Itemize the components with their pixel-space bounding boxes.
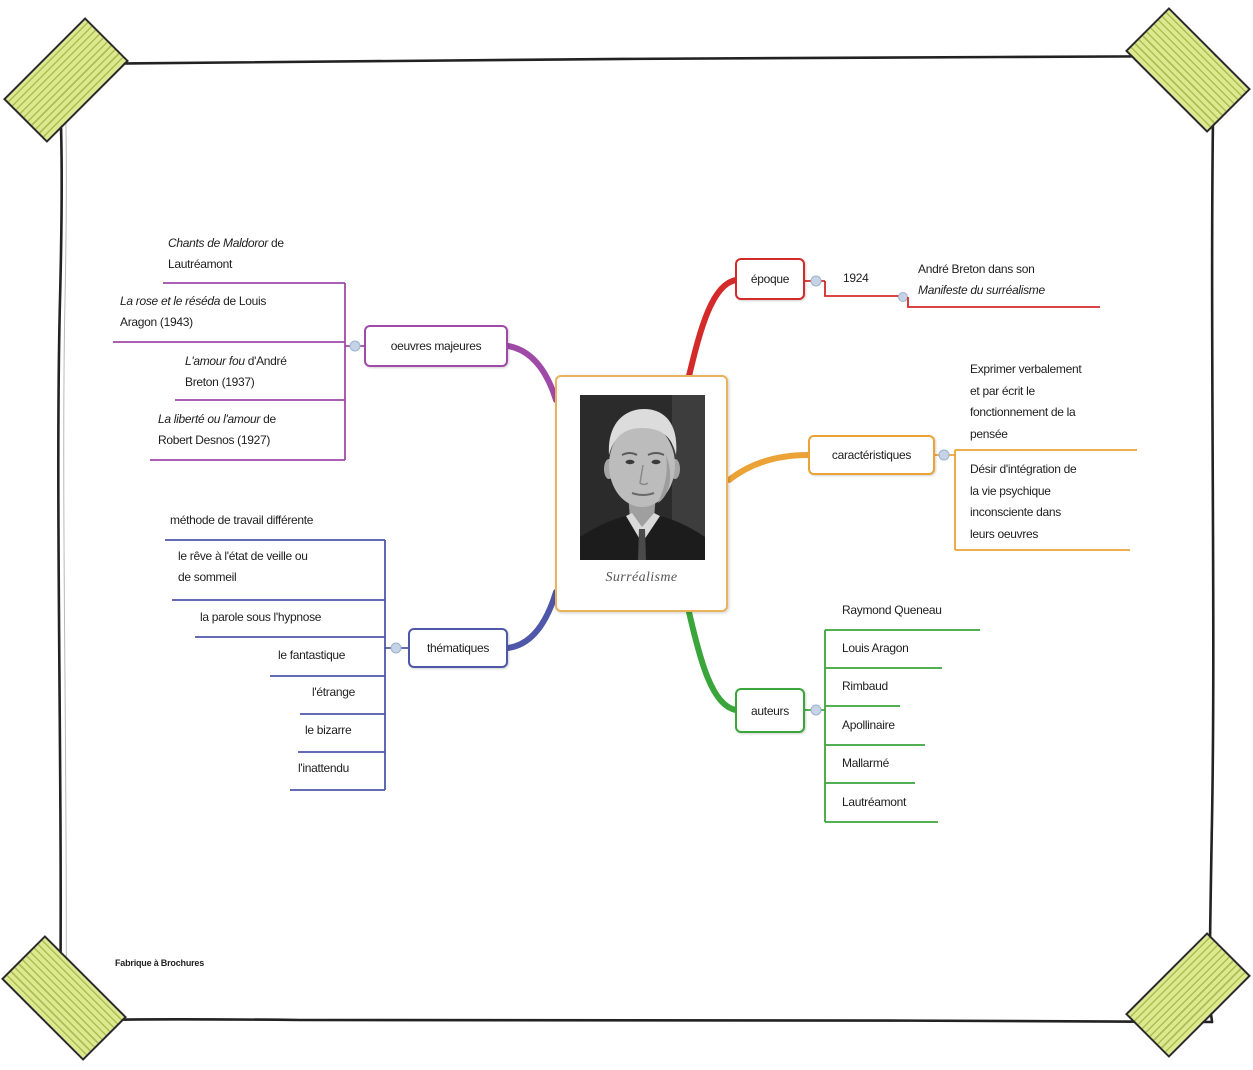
portrait-photo [580,395,705,560]
portrait-face [609,423,675,507]
portrait-right-eye [651,459,661,465]
manifesto-underline [907,297,1100,308]
oeuvre-title: Chants de Maldoror [168,236,268,250]
node-auteurs: auteurs [735,688,805,733]
paper-bottom-edge [58,1017,1214,1024]
oeuvre-item: Chants de Maldoror de Lautréamont [168,233,308,275]
author-item: Mallarmé [842,756,889,770]
oeuvre-title: L'amour fou [185,354,245,368]
paper-left-edge-shadow [63,69,67,1017]
epoque-year: 1924 [843,271,869,285]
collapse-bubble-icon [810,704,822,716]
branch-epoque [686,277,739,379]
author-item: Lautréamont [842,795,907,809]
portrait-collar [626,513,660,543]
oeuvre-author: d'André Breton (1937) [185,354,287,389]
portrait-right-brow [647,452,665,456]
year-underline [824,281,900,297]
paper-right-edge [1208,54,1216,1024]
collapse-bubble-icon [349,340,361,352]
central-topic-node: Surréalisme [555,375,728,612]
footer-credit: Fabrique à Brochures [115,958,205,968]
node-oeuvres-majeures: oeuvres majeures [364,325,508,367]
portrait-nose [639,464,649,486]
node-label: oeuvres majeures [390,339,482,353]
paper-left-edge [57,62,63,1022]
portrait-cheek-shade [658,455,671,503]
branch-auteurs [686,609,739,713]
paper-top-edge [58,54,1217,66]
theme-item: le rêve à l'état de veille ou de sommeil [178,549,308,584]
oeuvre-item: La liberté ou l'amour de Robert Desnos (… [158,409,293,451]
collapse-bubble-icon [390,642,402,654]
branch-oeuvres [505,343,559,403]
theme-item: l'étrange [312,685,355,699]
caract-item: Exprimer verbalement et par écrit le fon… [970,362,1082,441]
oeuvre-author: de Lautréamont [168,236,284,271]
collapse-bubble-icon [810,275,822,287]
theme-item: la parole sous l'hypnose [200,610,322,624]
theme-item: l'inattendu [298,761,350,775]
theme-item: méthode de travail différente [170,513,314,527]
branch-thematiques [505,589,559,651]
oeuvre-author: de Robert Desnos (1927) [158,412,276,447]
node-label: thématiques [426,641,490,655]
oeuvre-item: L'amour fou d'André Breton (1937) [185,351,305,393]
node-label: auteurs [751,703,789,718]
theme-item: le fantastique [278,648,346,662]
node-label: caractéristiques [831,448,912,462]
portrait-mouth [631,492,655,496]
portrait-left-eye [625,459,635,465]
author-item: Louis Aragon [842,641,909,655]
oeuvre-item: La rose et le réséda de Louis Aragon (19… [120,291,280,333]
caract-item: Désir d'intégration de la vie psychique … [970,462,1077,541]
collapse-bubble-icon [898,292,908,302]
portrait-hair [608,409,677,455]
collapse-bubble-icon [938,449,950,461]
author-item: Rimbaud [842,679,888,693]
central-topic-label: Surréalisme [605,570,678,585]
portrait-tie [638,529,646,560]
branch-caracteristiques [726,452,811,483]
oeuvre-title: La liberté ou l'amour [158,412,261,426]
portrait-left-brow [621,452,638,456]
node-epoque: époque [735,258,805,300]
node-label: époque [750,272,790,286]
oeuvre-author: de Louis Aragon (1943) [120,294,267,329]
theme-item: le bizarre [305,723,352,737]
epoque-detail-text: André Breton dans son [918,262,1035,276]
oeuvre-title: La rose et le réséda [120,294,221,308]
node-caracteristiques: caractéristiques [808,435,935,475]
epoque-detail: André Breton dans son Manifeste du surré… [918,259,1058,301]
epoque-detail-title: Manifeste du surréalisme [918,283,1045,297]
node-thematiques: thématiques [408,628,508,668]
author-item: Raymond Queneau [842,603,942,617]
author-item: Apollinaire [842,718,895,732]
